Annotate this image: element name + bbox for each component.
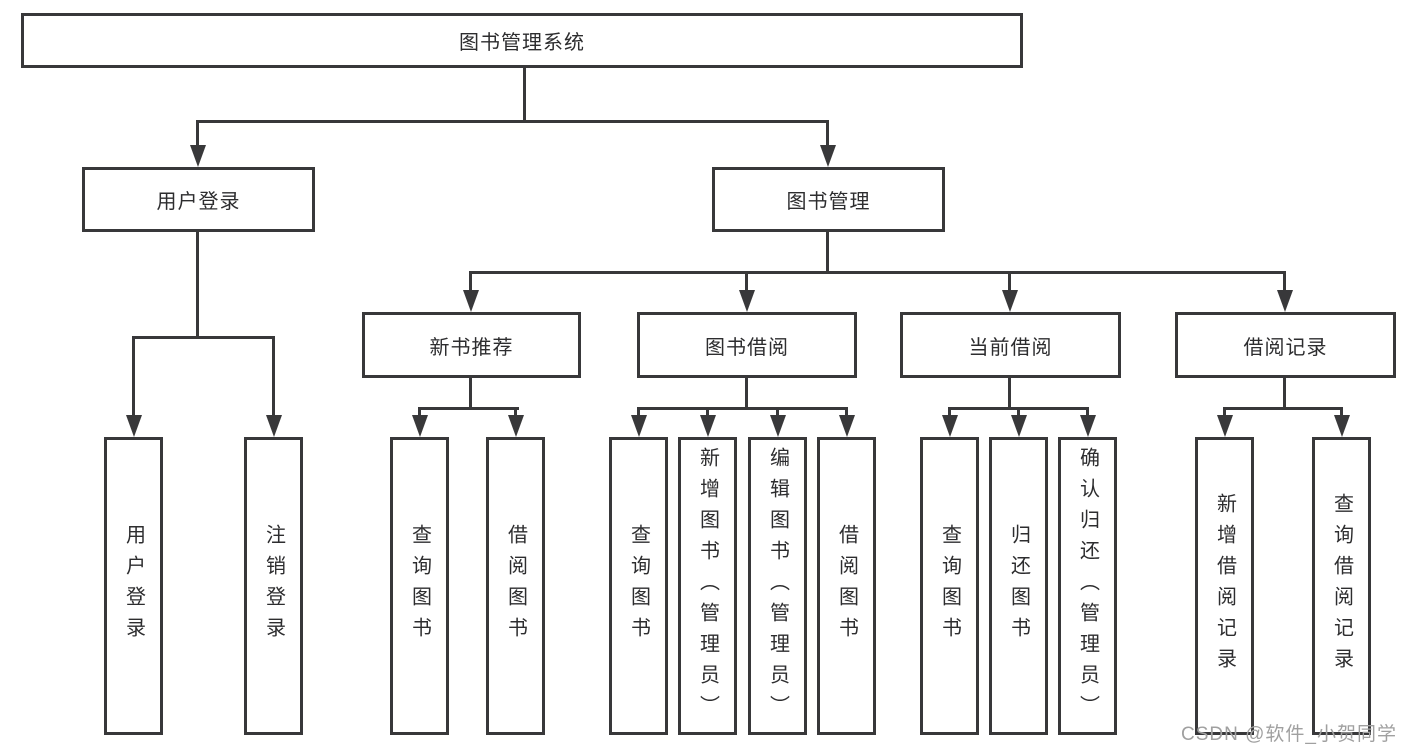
connector-drop	[706, 407, 709, 418]
leaf-add-books-admin: 新增图书（管理员）	[678, 437, 737, 735]
arrowhead-down-icon	[942, 415, 958, 437]
leaf-label: 编辑图书（管理员）	[766, 446, 789, 726]
arrowhead-down-icon	[1002, 290, 1018, 312]
connector-drop	[1223, 407, 1226, 418]
leaf-borrow-books-recommendation: 借阅图书	[486, 437, 545, 735]
csdn-watermark: CSDN @软件_小贺同学	[1181, 724, 1397, 745]
connector-user-login-stem	[196, 231, 199, 339]
connector-borrowing-bus	[637, 407, 848, 410]
node-label: 借阅记录	[1243, 336, 1328, 359]
arrowhead-down-icon	[839, 415, 855, 437]
node-label: 当前借阅	[968, 336, 1053, 359]
node-label: 图书管理	[786, 191, 871, 213]
connector-book-management-bus	[469, 271, 1286, 274]
connector-drop-current-borrowing	[1008, 271, 1011, 292]
arrowhead-down-icon	[190, 145, 206, 167]
connector-drop-user-login	[196, 120, 199, 148]
connector-drop	[845, 407, 848, 418]
leaf-label: 用户登录	[122, 524, 145, 648]
leaf-label: 注销登录	[262, 524, 285, 648]
arrowhead-down-icon	[508, 415, 524, 437]
leaf-label: 查询图书	[938, 524, 961, 648]
connector-drop-leaf-logout	[272, 336, 275, 417]
leaf-query-books-recommendation: 查询图书	[390, 437, 449, 735]
connector-current-stem	[1008, 378, 1011, 410]
connector-user-login-bus	[132, 336, 275, 339]
connector-drop	[637, 407, 640, 418]
arrowhead-down-icon	[126, 415, 142, 437]
connector-drop-book-borrowing	[745, 271, 748, 292]
connector-drop	[948, 407, 951, 418]
node-current-borrowing: 当前借阅	[900, 312, 1121, 378]
arrowhead-down-icon	[463, 290, 479, 312]
node-book-management: 图书管理	[712, 167, 945, 232]
leaf-label: 查询图书	[408, 524, 431, 648]
connector-records-bus	[1223, 407, 1343, 410]
connector-drop	[1017, 407, 1020, 418]
arrowhead-down-icon	[739, 290, 755, 312]
connector-drop	[418, 407, 421, 418]
arrowhead-down-icon	[266, 415, 282, 437]
leaf-query-books-current: 查询图书	[920, 437, 979, 735]
node-label: 新书推荐	[429, 336, 514, 359]
leaf-label: 确认归还（管理员）	[1076, 446, 1099, 726]
leaf-label: 新增借阅记录	[1213, 493, 1236, 679]
connector-new-rec-stem	[469, 378, 472, 410]
leaf-label: 查询图书	[627, 524, 650, 648]
arrowhead-down-icon	[770, 415, 786, 437]
leaf-label: 借阅图书	[835, 524, 858, 648]
arrowhead-down-icon	[1217, 415, 1233, 437]
node-new-book-recommendation: 新书推荐	[362, 312, 581, 378]
node-label: 图书管理系统	[459, 32, 585, 54]
leaf-query-borrow-record: 查询借阅记录	[1312, 437, 1371, 735]
connector-drop-leaf-user-login	[132, 336, 135, 417]
arrowhead-down-icon	[1277, 290, 1293, 312]
leaf-add-borrow-record: 新增借阅记录	[1195, 437, 1254, 735]
leaf-label: 归还图书	[1007, 524, 1030, 648]
node-user-login: 用户登录	[82, 167, 315, 232]
arrowhead-down-icon	[1080, 415, 1096, 437]
connector-drop	[1340, 407, 1343, 418]
node-root-library-management-system: 图书管理系统	[21, 13, 1023, 68]
leaf-borrow-books: 借阅图书	[817, 437, 876, 735]
arrowhead-down-icon	[412, 415, 428, 437]
arrowhead-down-icon	[631, 415, 647, 437]
leaf-user-login: 用户登录	[104, 437, 163, 735]
leaf-logout: 注销登录	[244, 437, 303, 735]
node-label: 用户登录	[156, 191, 241, 213]
connector-new-rec-bus	[418, 407, 519, 410]
node-book-borrowing: 图书借阅	[637, 312, 857, 378]
leaf-return-books: 归还图书	[989, 437, 1048, 735]
arrowhead-down-icon	[1011, 415, 1027, 437]
leaf-label: 新增图书（管理员）	[696, 446, 719, 726]
connector-drop	[514, 407, 517, 418]
connector-drop-new-book-rec	[469, 271, 472, 292]
leaf-edit-books-admin: 编辑图书（管理员）	[748, 437, 807, 735]
connector-drop	[1086, 407, 1089, 418]
connector-records-stem	[1283, 378, 1286, 410]
node-label: 图书借阅	[705, 336, 789, 359]
leaf-label: 借阅图书	[504, 524, 527, 648]
connector-book-management-stem	[826, 231, 829, 274]
connector-borrowing-stem	[745, 378, 748, 410]
connector-root-stem	[523, 67, 526, 123]
leaf-label: 查询借阅记录	[1330, 493, 1353, 679]
connector-drop	[776, 407, 779, 418]
leaf-query-books-borrowing: 查询图书	[609, 437, 668, 735]
node-borrowing-records: 借阅记录	[1175, 312, 1396, 378]
connector-drop-borrowing-records	[1283, 271, 1286, 292]
arrowhead-down-icon	[1334, 415, 1350, 437]
arrowhead-down-icon	[700, 415, 716, 437]
connector-root-bus	[196, 120, 829, 123]
arrowhead-down-icon	[820, 145, 836, 167]
connector-drop-book-management	[826, 120, 829, 148]
leaf-confirm-return-admin: 确认归还（管理员）	[1058, 437, 1117, 735]
